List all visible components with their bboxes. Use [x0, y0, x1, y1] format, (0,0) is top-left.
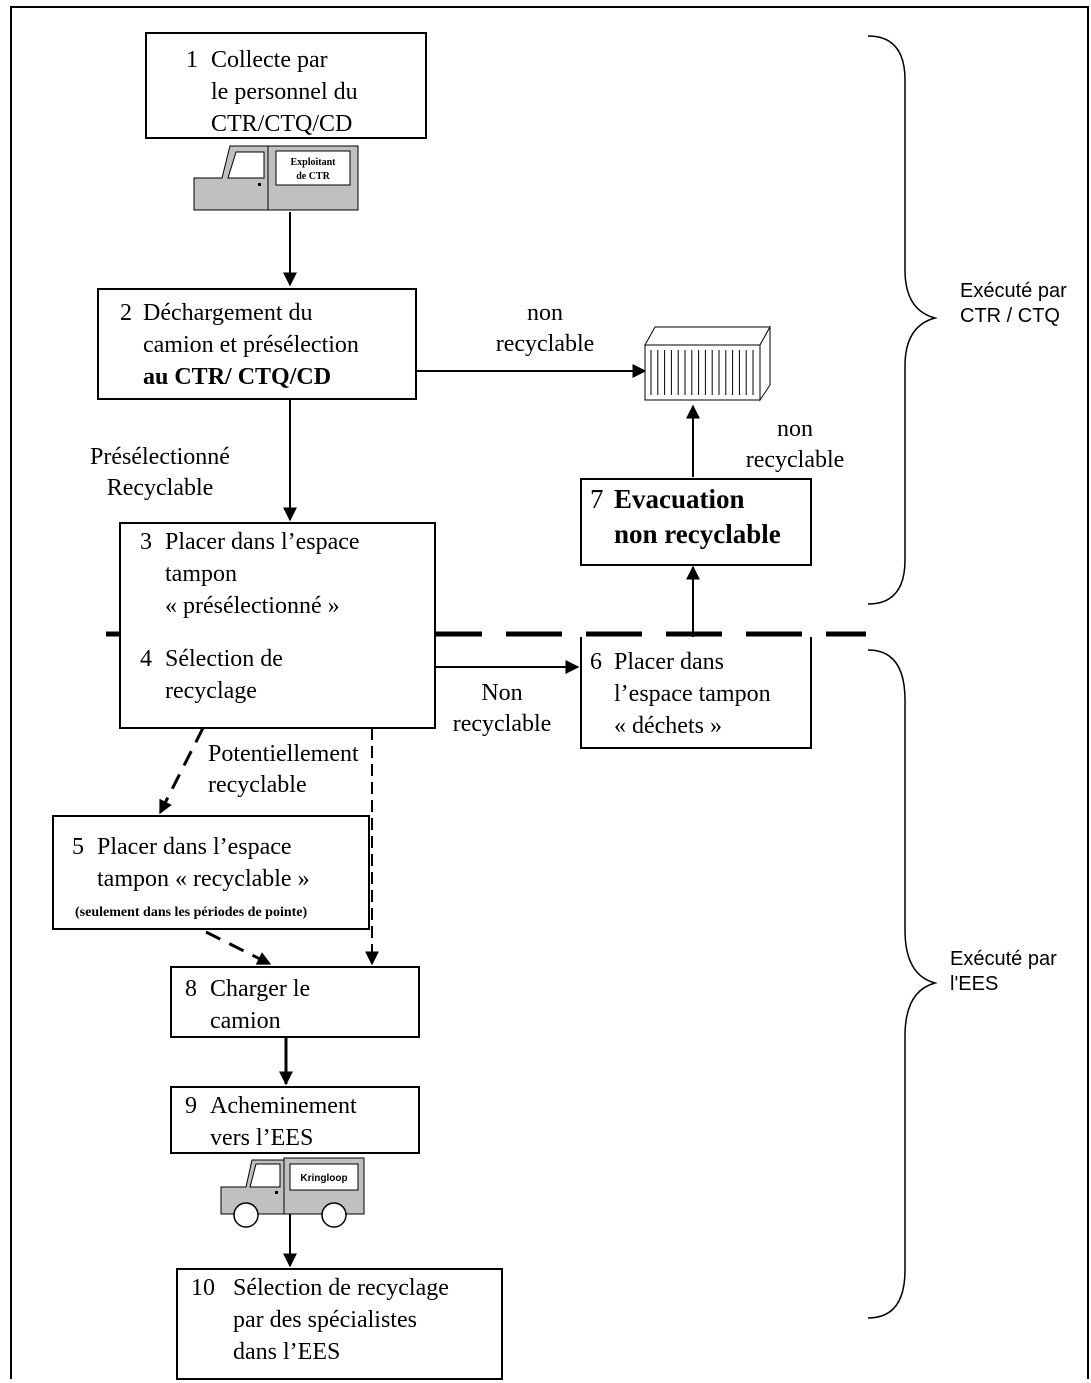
- step-5-number: 5: [72, 834, 84, 860]
- step-3-number: 3: [140, 529, 152, 555]
- kringloop-truck-icon: Kringloop: [220, 1157, 365, 1228]
- step-6-text: Placer dans l’espace tampon « déchets »: [614, 649, 771, 739]
- step-2-line3: au CTR/ CTQ/CD: [143, 364, 332, 390]
- step-10-number: 10: [191, 1275, 215, 1301]
- label-preselected-recyclable: Présélectionné Recyclable: [90, 444, 230, 501]
- step-8-number: 8: [185, 976, 197, 1002]
- label-non-recyclable-right: non recyclable: [745, 416, 845, 473]
- operator-sign-line2: de CTR: [296, 171, 330, 182]
- step-9-box: 9 Acheminement vers l’EES: [170, 1086, 420, 1154]
- step-2-number: 2: [120, 300, 132, 326]
- dashed-arrow-5-to-8: [205, 930, 272, 966]
- step-7-text: Evacuation non recyclable: [614, 484, 781, 549]
- step-2-line1: Déchargement du: [143, 300, 313, 326]
- label-non-recyclable-mid: Non recyclable: [452, 680, 552, 737]
- step-6-number: 6: [590, 649, 602, 675]
- step-1-box: 1 Collecte par le personnel du CTR/CTQ/C…: [145, 32, 427, 139]
- bracket-label-ctr-ctq: Exécuté par CTR / CTQ: [960, 280, 1067, 327]
- bracket-label-ees: Exécuté par l'EES: [950, 948, 1057, 995]
- dashed-arrow-4-to-5: [158, 727, 205, 815]
- step-6-box: 6 Placer dans l’espace tampon « déchets …: [580, 637, 812, 749]
- step-7-number: 7: [590, 484, 604, 514]
- step-5-text: Placer dans l’espace tampon « recyclable…: [97, 834, 310, 892]
- step-8-text: Charger le camion: [210, 976, 311, 1034]
- step-7-box: 7 Evacuation non recyclable: [580, 478, 812, 566]
- step-9-text: Acheminement vers l’EES: [210, 1093, 357, 1151]
- step-10-box: 10 Sélection de recyclage par des spécia…: [176, 1268, 503, 1380]
- step-4-box: 4 Sélection de recyclage: [119, 637, 436, 729]
- step-1-text: Collecte par le personnel du CTR/CTQ/CD: [211, 47, 358, 137]
- step-3-box: 3 Placer dans l’espace tampon « présélec…: [119, 522, 436, 637]
- step-5-box: 5 Placer dans l’espace tampon « recyclab…: [52, 815, 370, 930]
- label-non-recyclable-top: non recyclable: [495, 300, 595, 357]
- operator-sign-line1: Exploitant: [290, 157, 336, 168]
- step-8-box: 8 Charger le camion: [170, 966, 420, 1038]
- step-9-number: 9: [185, 1093, 197, 1119]
- step-2-line2: camion et présélection: [143, 332, 359, 358]
- step-10-text: Sélection de recyclage par des spécialis…: [233, 1275, 449, 1365]
- page-frame: [10, 6, 1089, 1379]
- bracket-bottom: [867, 649, 938, 1319]
- step-4-text: Sélection de recyclage: [165, 646, 283, 704]
- step-3-text: Placer dans l’espace tampon « présélecti…: [165, 529, 360, 619]
- step-1-number: 1: [186, 47, 198, 73]
- bracket-top: [867, 35, 938, 605]
- kringloop-sign: Kringloop: [300, 1173, 347, 1184]
- step-2-box: 2 Déchargement du camion et présélection…: [97, 288, 417, 400]
- label-potentially-recyclable: Potentiellement recyclable: [208, 741, 359, 798]
- step-4-number: 4: [140, 646, 152, 672]
- step-5-note: (seulement dans les périodes de pointe): [75, 905, 308, 920]
- operator-truck-icon: Exploitant de CTR: [193, 145, 359, 211]
- waste-container-icon: [644, 325, 771, 402]
